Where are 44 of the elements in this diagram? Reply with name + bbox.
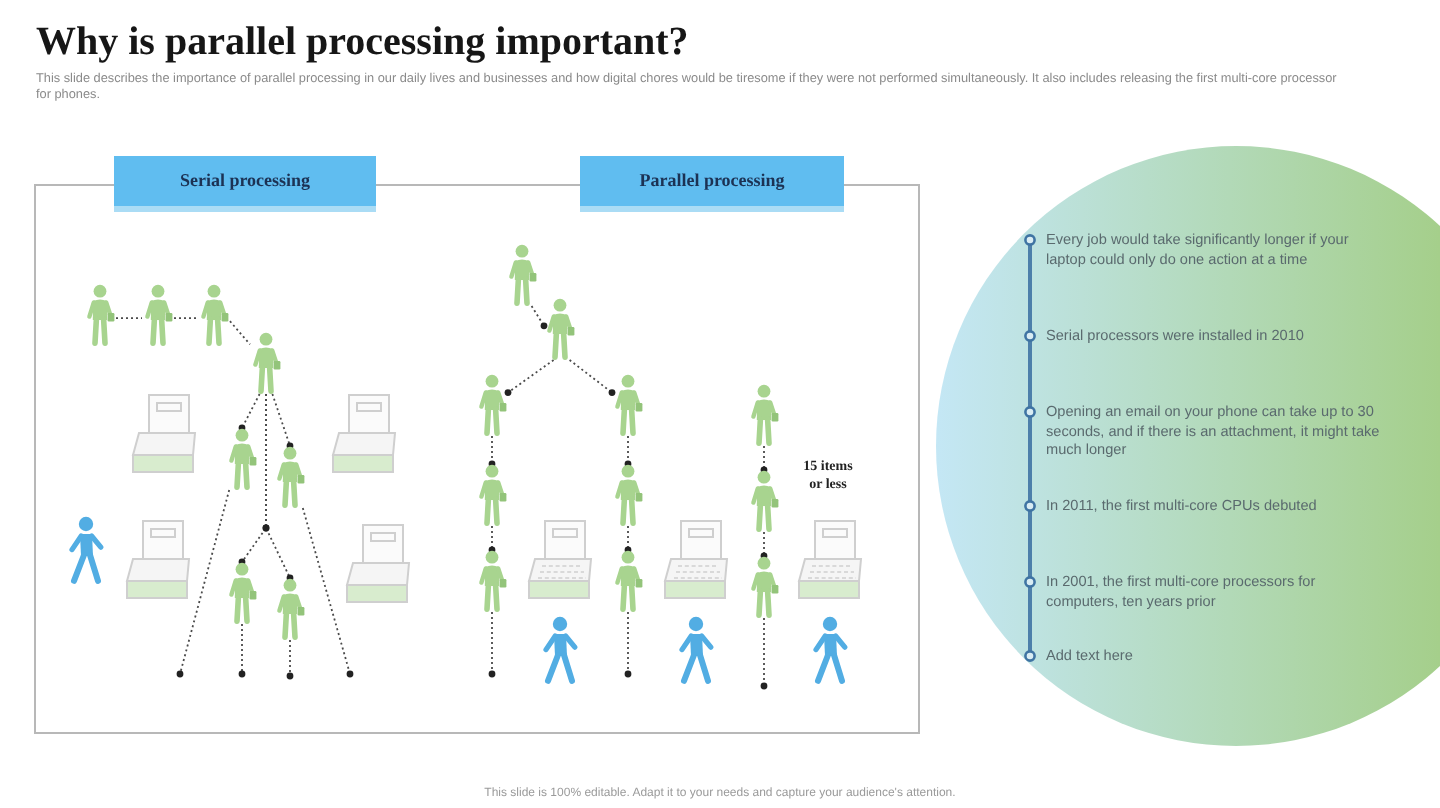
- dotted-connector: [173, 317, 199, 320]
- dotted-connector: [115, 317, 143, 320]
- person-icon: [748, 556, 780, 618]
- dotted-connector: [238, 393, 261, 432]
- dotted-connector: [488, 435, 496, 468]
- dotted-connector: [624, 435, 632, 468]
- dotted-connector: [504, 359, 555, 396]
- person-icon: [142, 284, 174, 346]
- dotted-connector: [262, 393, 294, 580]
- person-icon: [612, 374, 644, 436]
- person-icon: [544, 298, 576, 360]
- dotted-connector: [488, 611, 496, 678]
- person-icon: [612, 464, 644, 526]
- dotted-connector: [624, 525, 632, 554]
- person-icon: [250, 332, 282, 394]
- person-icon: [748, 470, 780, 532]
- person-icon: [198, 284, 230, 346]
- dotted-connector: [488, 525, 496, 554]
- person-icon: [274, 578, 306, 640]
- person-icon: [226, 428, 258, 490]
- dotted-connector: [271, 393, 294, 450]
- person-icon: [748, 384, 780, 446]
- person-icon: [476, 550, 508, 612]
- dotted-connector: [568, 359, 616, 396]
- dotted-connector: [760, 445, 768, 474]
- dotted-connector: [760, 617, 768, 690]
- tab-header: Parallel processing: [580, 156, 844, 212]
- title: Why is parallel processing important?: [36, 18, 689, 66]
- person-icon: [612, 550, 644, 612]
- person-icon: [506, 244, 538, 306]
- dotted-connector: [238, 623, 246, 678]
- dotted-connector: [229, 320, 251, 346]
- person-icon: [84, 284, 116, 346]
- dotted-connector: [176, 489, 231, 678]
- dotted-connector: [286, 639, 294, 680]
- dotted-connector: [530, 305, 548, 330]
- person-icon: [476, 464, 508, 526]
- person-icon: [226, 562, 258, 624]
- tab-header: Serial processing: [114, 156, 376, 212]
- person-icon: [476, 374, 508, 436]
- person-icon: [274, 446, 306, 508]
- dotted-connector: [624, 611, 632, 678]
- dotted-connector: [760, 531, 768, 560]
- dotted-connector: [301, 507, 354, 678]
